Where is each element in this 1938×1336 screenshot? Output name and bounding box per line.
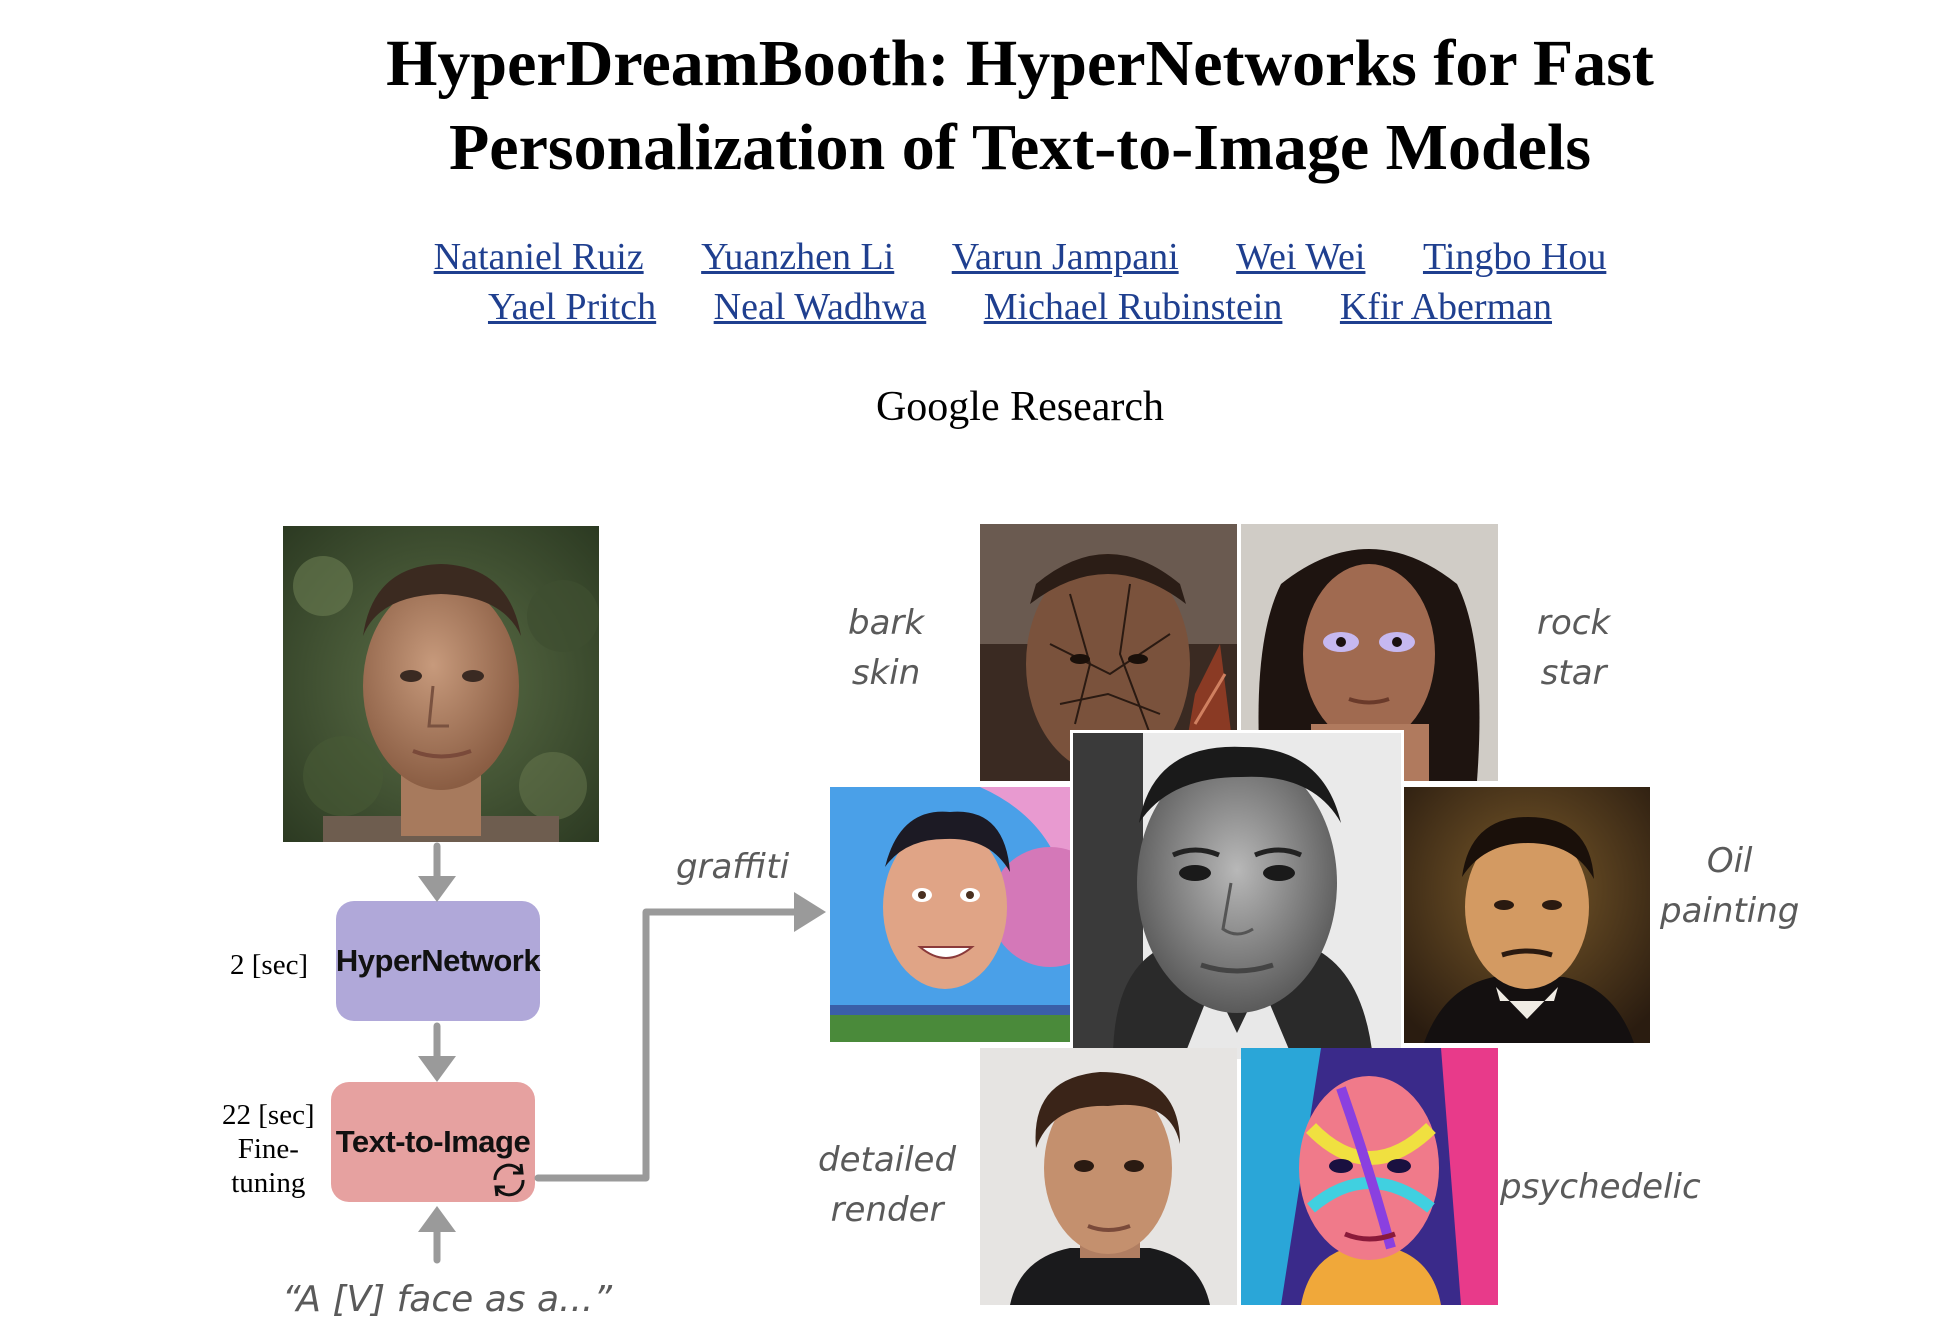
affiliation: Google Research xyxy=(875,384,1165,430)
style-label-psychedelic: psychedelic xyxy=(1500,1167,1701,1207)
author-row-2: Yael Pritch Neal Wadhwa Michael Rubinste… xyxy=(0,282,1938,332)
text-to-image-box: Text-to-Image xyxy=(331,1082,535,1202)
oil-painting-photo xyxy=(1404,787,1650,1043)
arrow-head-down xyxy=(418,876,456,902)
t2i-note-1: Fine- xyxy=(237,1133,299,1165)
arrow-head-right xyxy=(794,892,826,932)
title-line-2: Personalization of Text-to-Image Models xyxy=(448,111,1591,184)
style-label-rock-star: rock star xyxy=(1537,603,1611,693)
hypernetwork-time: 2 [sec] xyxy=(230,949,309,981)
author-link[interactable]: Kfir Aberman xyxy=(1339,286,1553,328)
center-bw-portrait xyxy=(1070,730,1404,1062)
arrow-head-down xyxy=(418,1056,456,1082)
t2i-note-2: tuning xyxy=(231,1167,306,1199)
author-link[interactable]: Yael Pritch xyxy=(487,286,657,328)
arrow-head-up xyxy=(418,1206,456,1232)
author-link[interactable]: Wei Wei xyxy=(1236,236,1366,278)
author-link[interactable]: Yuanzhen Li xyxy=(701,236,895,278)
title-line-1: HyperDreamBooth: HyperNetworks for Fast xyxy=(386,27,1654,100)
refresh-icon xyxy=(493,1163,525,1197)
input-face-photo xyxy=(283,526,599,842)
t2i-timing: 22 [sec] Fine- tuning xyxy=(222,1098,315,1200)
author-link[interactable]: Tingbo Hou xyxy=(1422,236,1607,278)
style-label-detailed-render: detailed render xyxy=(818,1140,957,1230)
author-row-1: Nataniel Ruiz Yuanzhen Li Varun Jampani … xyxy=(0,232,1938,282)
style-label-graffiti: graffiti xyxy=(676,847,790,887)
author-link[interactable]: Varun Jampani xyxy=(951,236,1179,278)
prompt-text: “A [V] face as a...” xyxy=(282,1279,613,1320)
style-label-oil-painting: Oil painting xyxy=(1660,841,1800,931)
author-list: Nataniel Ruiz Yuanzhen Li Varun Jampani … xyxy=(0,232,1938,332)
author-link[interactable]: Nataniel Ruiz xyxy=(433,236,644,278)
t2i-time: 22 [sec] xyxy=(222,1099,315,1131)
detailed-render-photo xyxy=(980,1048,1237,1305)
hypernetwork-box: HyperNetwork xyxy=(336,901,541,1021)
graffiti-photo xyxy=(830,787,1070,1042)
author-link[interactable]: Michael Rubinstein xyxy=(983,286,1283,328)
paper-title: HyperDreamBooth: HyperNetworks for Fast … xyxy=(0,22,1938,190)
psychedelic-photo xyxy=(1241,1048,1498,1305)
style-label-bark-skin: bark skin xyxy=(848,603,925,693)
author-link[interactable]: Neal Wadhwa xyxy=(713,286,927,328)
